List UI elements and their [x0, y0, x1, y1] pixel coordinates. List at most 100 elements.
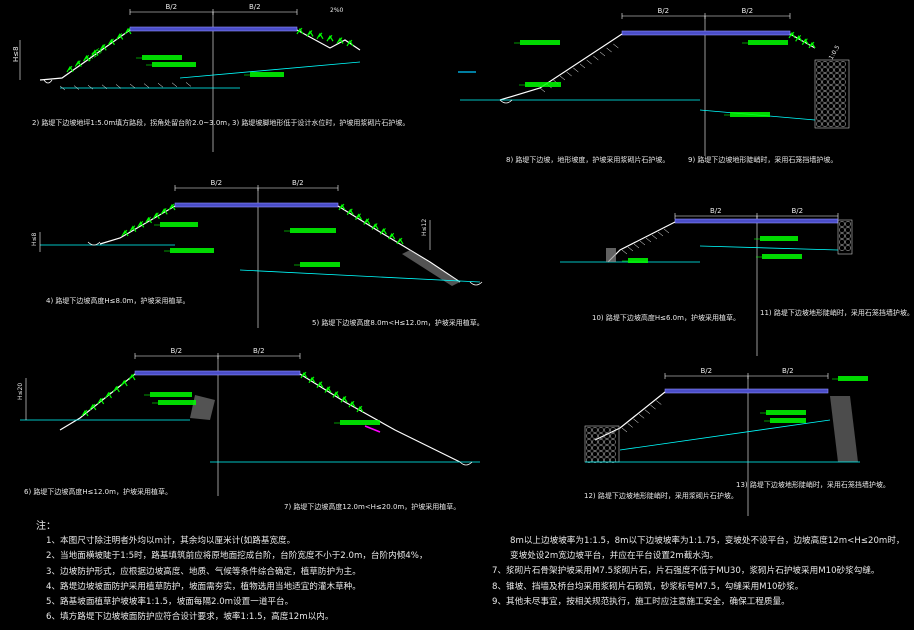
gabion-stone — [845, 233, 851, 239]
grass-mark — [120, 379, 128, 387]
grass-mark — [382, 227, 386, 233]
dimension-label: H≤8 — [12, 46, 20, 62]
soil-hatch — [573, 67, 579, 73]
grass-mark — [89, 403, 97, 411]
note-line: 2、当地面横坡陡于1:5时，路基填筑前应将原地面挖成台阶，台阶宽度不小于2.0m… — [46, 551, 428, 562]
grass-mark — [308, 30, 313, 35]
gabion-stone — [834, 85, 840, 91]
gabion-stone — [845, 221, 851, 227]
grass-mark — [398, 237, 403, 243]
annotation-label — [142, 55, 182, 60]
gabion-stone — [598, 445, 604, 451]
gabion-stone — [598, 451, 604, 457]
grass-mark — [85, 54, 89, 60]
grass-mark — [121, 229, 129, 237]
stone-revetment — [402, 250, 460, 286]
grass-mark — [350, 400, 355, 406]
grass-mark — [338, 203, 346, 211]
dimension-label: B/2 — [171, 347, 183, 355]
gabion-stone — [845, 227, 851, 233]
annotation-label — [770, 418, 806, 423]
grass-mark — [298, 27, 303, 33]
soil-hatch — [638, 414, 645, 419]
grass-mark — [154, 212, 159, 217]
grass-mark — [340, 396, 348, 403]
gabion-stone — [822, 97, 828, 103]
gabion-stone — [816, 109, 822, 115]
soil-hatch — [621, 427, 628, 433]
note-line: 1、本图尺寸除注明者外均以m计，其余均以厘米计(如路基宽度。 — [46, 536, 296, 547]
grass-mark — [114, 385, 119, 391]
grass-mark — [371, 223, 379, 230]
road-pavement — [664, 388, 829, 394]
gabion-stone — [816, 61, 822, 67]
annotation-label — [762, 254, 802, 259]
rubble-fill — [190, 395, 215, 420]
soil-hatch — [185, 82, 192, 87]
dimension-label: B/2 — [211, 179, 223, 187]
gabion-stone — [834, 79, 840, 85]
soil-hatch — [579, 63, 586, 69]
gabion-stone — [592, 445, 598, 451]
grass-mark — [318, 32, 323, 38]
gabion-stone — [586, 457, 592, 463]
grass-mark — [122, 379, 127, 385]
slope-ratio: 1:1.5 — [85, 47, 104, 64]
gabion-stone — [828, 121, 834, 127]
gabion-stone — [828, 97, 834, 103]
annotation-label — [160, 222, 198, 227]
gabion-stone — [828, 79, 834, 85]
drainage-ditch — [43, 79, 53, 84]
gabion-stone — [834, 67, 840, 73]
soil-hatch — [539, 87, 546, 93]
figure-caption: 2) 路堤下边坡地坪1:5.0m填方路段，拐角处留台阶2.0~3.0m， — [32, 119, 235, 127]
slope-line — [594, 391, 666, 441]
notes-title: 注： — [36, 521, 56, 532]
grass-mark — [348, 208, 353, 214]
grass-mark — [338, 37, 343, 42]
soil-hatch — [656, 400, 662, 405]
grass-mark — [810, 41, 815, 47]
soil-hatch — [645, 237, 652, 243]
gabion-stone — [828, 115, 834, 121]
grass-mark — [348, 400, 356, 408]
gabion-stone — [592, 457, 598, 463]
annotation-label — [300, 262, 340, 267]
gabion-stone — [592, 439, 598, 445]
grass-mark — [357, 213, 361, 219]
grass-mark — [130, 373, 135, 379]
dimension-label: H≤20 — [17, 383, 24, 400]
soil-hatch — [59, 85, 66, 91]
note-line: 4、路堤边坡坡面防护采用植草防护，坡面需夯实，植物选用当地适宜的灌木草种。 — [46, 581, 361, 592]
annotation-label — [748, 40, 788, 45]
gabion-stone — [592, 451, 598, 457]
gabion-stone — [834, 91, 840, 97]
figure-caption: 4) 路堤下边坡高度H≤8.0m，护坡采用植草。 — [46, 297, 190, 305]
gabion-stone — [586, 433, 592, 439]
soil-hatch — [157, 83, 164, 88]
gabion-stone — [828, 109, 834, 115]
soil-hatch — [650, 404, 656, 410]
figure-caption: 6) 路堤下边坡高度H≤12.0m，护坡采用植草。 — [24, 488, 172, 496]
ground-line — [239, 269, 481, 283]
grass-mark — [373, 223, 378, 228]
grass-mark — [316, 32, 324, 40]
grass-mark — [83, 54, 91, 62]
grass-mark — [332, 391, 340, 398]
annotation-label — [152, 62, 196, 67]
gabion-stone — [598, 427, 604, 433]
grass-mark — [68, 65, 73, 71]
gabion-stone — [828, 85, 834, 91]
soil-hatch — [559, 75, 566, 81]
note-line: 8m以上边坡坡率为1:1.5，8m以下边坡坡率为1:1.75，变坡处不设平台，边… — [510, 536, 905, 546]
grass-mark — [340, 203, 345, 209]
gabion-stone — [834, 103, 840, 109]
gabion-stone — [822, 103, 828, 109]
grass-mark — [797, 35, 802, 40]
ground-line — [699, 245, 839, 251]
grass-mark — [107, 391, 111, 397]
gabion-stone — [840, 79, 846, 85]
dimension-label: B/2 — [782, 367, 794, 375]
annotation-label — [628, 258, 648, 263]
